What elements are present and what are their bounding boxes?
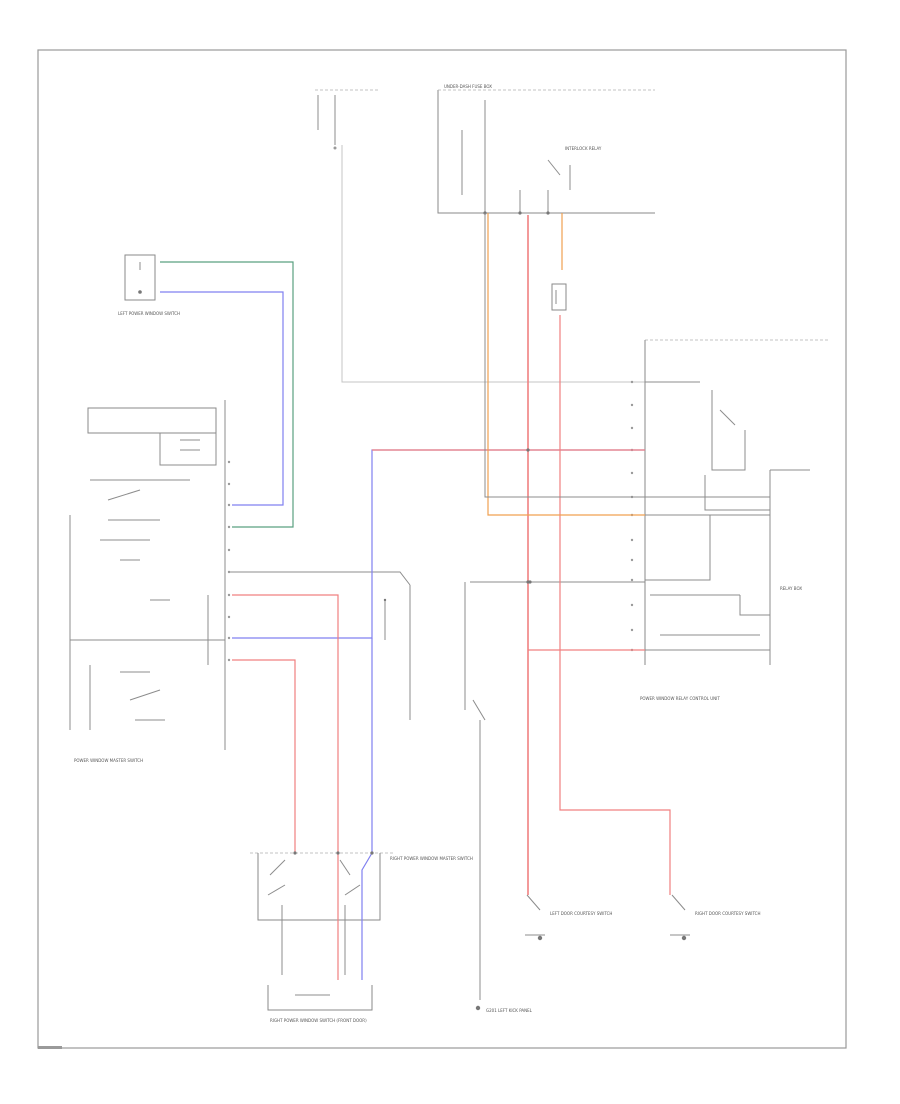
- frame-tab: [38, 1046, 62, 1049]
- wire-orange: [487, 213, 645, 516]
- left-power-window-switch: LEFT POWER WINDOW SWITCH: [118, 254, 180, 316]
- ground-label: G201 LEFT KICK PANEL: [486, 1008, 533, 1013]
- under-dash-fuse-box: UNDER-DASH FUSE BOX INTERLOCK RELAY: [437, 84, 655, 215]
- wire-red-1: [232, 594, 339, 980]
- interlock-diode: [551, 283, 567, 311]
- splice-dot: [336, 851, 340, 855]
- right-door-courtesy-label: RIGHT DOOR COURTESY SWITCH: [695, 911, 760, 916]
- left-power-window-switch-label: LEFT POWER WINDOW SWITCH: [118, 311, 180, 316]
- fuse-box-label: UNDER-DASH FUSE BOX: [444, 84, 492, 89]
- wire-blue-3: [361, 638, 373, 980]
- right-door-courtesy-switch: RIGHT DOOR COURTESY SWITCH: [670, 894, 760, 941]
- left-door-courtesy-label: LEFT DOOR COURTESY SWITCH: [550, 911, 612, 916]
- right-power-window-switch-label: RIGHT POWER WINDOW SWITCH (FRONT DOOR): [270, 1018, 367, 1023]
- middle-junction: G201 LEFT KICK PANEL: [464, 580, 645, 1013]
- motor-switch-column: [230, 571, 411, 720]
- wire-blue-1: [160, 291, 284, 506]
- top-left-connector: [315, 89, 650, 383]
- left-door-courtesy-switch: LEFT DOOR COURTESY SWITCH: [525, 894, 612, 941]
- splice-dot: [526, 448, 530, 452]
- splice-dot: [370, 851, 374, 855]
- relay-control-unit: POWER WINDOW RELAY CONTROL UNIT RELAY BO…: [630, 339, 828, 701]
- right-master-switch-label: RIGHT POWER WINDOW MASTER SWITCH: [390, 856, 473, 861]
- relay-control-pins: [630, 380, 634, 652]
- wire-red-4: [559, 315, 671, 895]
- relay-control-unit-label: POWER WINDOW RELAY CONTROL UNIT: [640, 696, 720, 701]
- interlock-relay-label: INTERLOCK RELAY: [565, 146, 602, 151]
- wire-gray-relay: [484, 213, 645, 498]
- diagram-frame: [37, 49, 847, 1049]
- wire-blue-2: [232, 449, 645, 639]
- power-window-master-switch: POWER WINDOW MASTER SWITCH: [69, 400, 226, 763]
- wire-green: [160, 261, 294, 528]
- wire-red-2: [232, 659, 296, 853]
- splice-dot: [526, 580, 530, 584]
- relay-box-label: RELAY BOX: [780, 586, 802, 591]
- right-power-window-switch: RIGHT POWER WINDOW SWITCH (FRONT DOOR): [267, 920, 373, 1023]
- master-switch-pins: [227, 460, 231, 662]
- power-window-master-switch-label: POWER WINDOW MASTER SWITCH: [74, 758, 143, 763]
- splice-dot: [293, 851, 297, 855]
